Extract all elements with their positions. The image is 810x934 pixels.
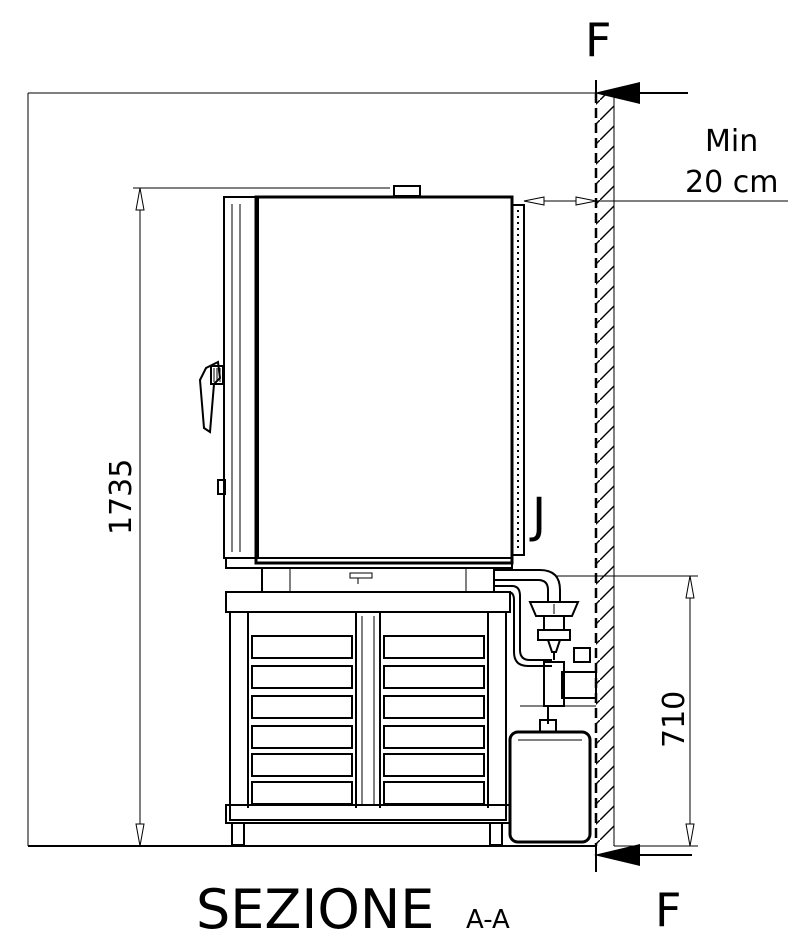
height-dimension-1735: 1735 (104, 187, 390, 847)
callout-letter-j: J (529, 488, 546, 544)
height-dimension-label-710: 710 (657, 691, 692, 748)
section-title: SEZIONE (196, 878, 434, 934)
tray-rack-left (251, 635, 353, 805)
wall-section (594, 93, 615, 846)
section-marker-top: F (585, 13, 611, 67)
stand-cabinet (225, 591, 511, 846)
section-line: F F (585, 13, 692, 934)
section-marker-bottom: F (655, 883, 681, 934)
drain-piping (494, 569, 597, 724)
section-arrow-top (594, 82, 640, 104)
clearance-label-min: Min (705, 124, 758, 159)
height-dimension-710: 710 (556, 575, 698, 847)
clearance-dimension: Min 20 cm (523, 124, 788, 206)
section-arrow-bottom (594, 844, 640, 866)
door-latch (217, 479, 226, 495)
clearance-label-value: 20 cm (685, 165, 778, 200)
oven-unit (198, 185, 525, 593)
section-title-suffix: A-A (466, 905, 510, 934)
height-dimension-label-1735: 1735 (104, 459, 139, 535)
water-tank (508, 719, 592, 844)
tray-rack-right (383, 635, 485, 805)
door-handle (198, 360, 224, 434)
